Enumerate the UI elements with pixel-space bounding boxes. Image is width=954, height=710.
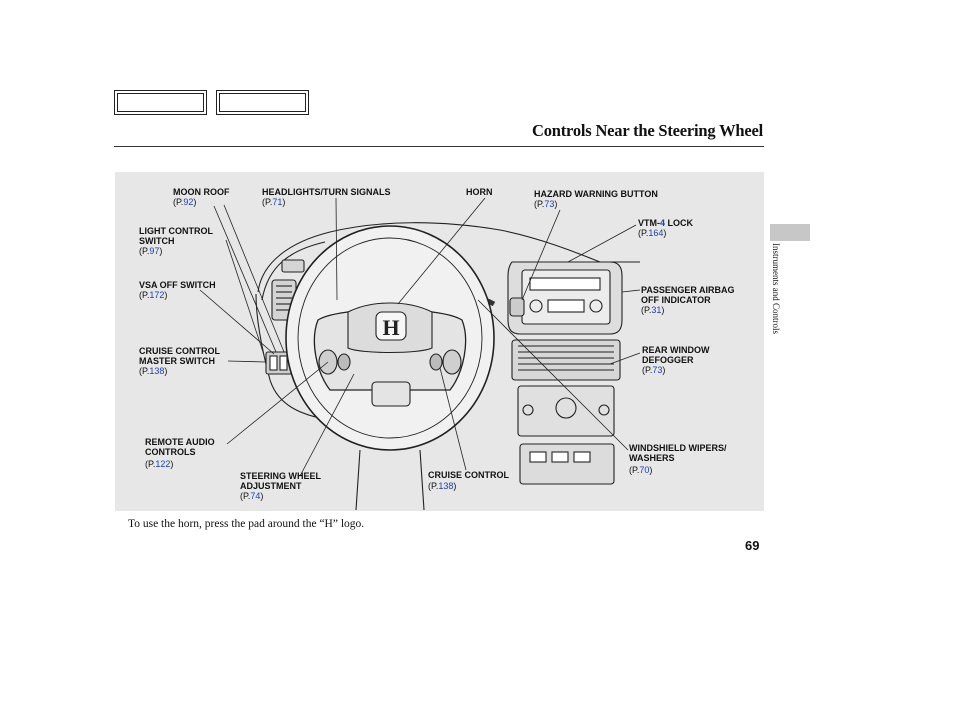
callout-passenger-airbag: PASSENGER AIRBAG OFF INDICATOR (P.31): [641, 285, 735, 315]
callout-headlights: HEADLIGHTS/TURN SIGNALS (P.71): [262, 187, 391, 207]
page-reference[interactable]: (P.71): [262, 197, 286, 207]
callout-light-control-switch: LIGHT CONTROL SWITCH (P.97): [139, 226, 213, 256]
callout-remote-audio-controls: REMOTE AUDIO CONTROLS (P.122): [145, 437, 215, 469]
page-reference[interactable]: (P.172): [139, 290, 168, 300]
callout-moon-roof: MOON ROOF (P.92): [173, 187, 230, 207]
page-reference[interactable]: (P.31): [641, 305, 665, 315]
caption-text: To use the horn, press the pad around th…: [128, 518, 365, 530]
callout-rear-window-defogger: REAR WINDOW DEFOGGER (P.73): [642, 345, 710, 375]
nav-button-1[interactable]: [114, 90, 207, 115]
callout-name: HORN: [466, 187, 493, 197]
page-reference[interactable]: (P.92): [173, 197, 197, 207]
title-rule: [114, 146, 764, 147]
callout-steering-wheel-adjustment: STEERING WHEEL ADJUSTMENT (P.74): [240, 471, 322, 501]
callout-vsa-off-switch: VSA OFF SWITCH (P.172): [139, 280, 216, 300]
section-tab[interactable]: [770, 224, 810, 241]
section-label: Instruments and Controls: [771, 243, 781, 334]
page-reference[interactable]: (P.73): [534, 199, 558, 209]
page-reference[interactable]: (P.70): [629, 465, 653, 475]
page-reference[interactable]: (P.138): [428, 481, 457, 491]
page-reference[interactable]: (P.122): [145, 459, 174, 469]
callout-name: HAZARD WARNING BUTTON: [534, 189, 658, 199]
nav-button-2[interactable]: [216, 90, 309, 115]
page-reference[interactable]: (P.97): [139, 246, 163, 256]
page-title: Controls Near the Steering Wheel: [532, 121, 763, 140]
callout-name: MOON ROOF: [173, 187, 230, 197]
callout-horn: HORN: [466, 187, 493, 197]
callout-hazard: HAZARD WARNING BUTTON (P.73): [534, 189, 658, 209]
callout-vtm4-lock: VTM-4 LOCK (P.164): [638, 218, 693, 238]
page-number: 69: [745, 538, 760, 553]
callout-name: VTM-4 LOCK: [638, 218, 694, 228]
callout-cruise-master-switch: CRUISE CONTROL MASTER SWITCH (P.138): [139, 346, 220, 376]
page-reference[interactable]: (P.74): [240, 491, 264, 501]
page-reference[interactable]: (P.73): [642, 365, 666, 375]
page-reference[interactable]: (P.138): [139, 366, 168, 376]
callout-windshield-wipers: WINDSHIELD WIPERS/ WASHERS (P.70): [629, 443, 727, 475]
callout-cruise-control: CRUISE CONTROL (P.138): [428, 470, 509, 491]
callout-name: HEADLIGHTS/TURN SIGNALS: [262, 187, 391, 197]
page-reference[interactable]: (P.164): [638, 228, 667, 238]
